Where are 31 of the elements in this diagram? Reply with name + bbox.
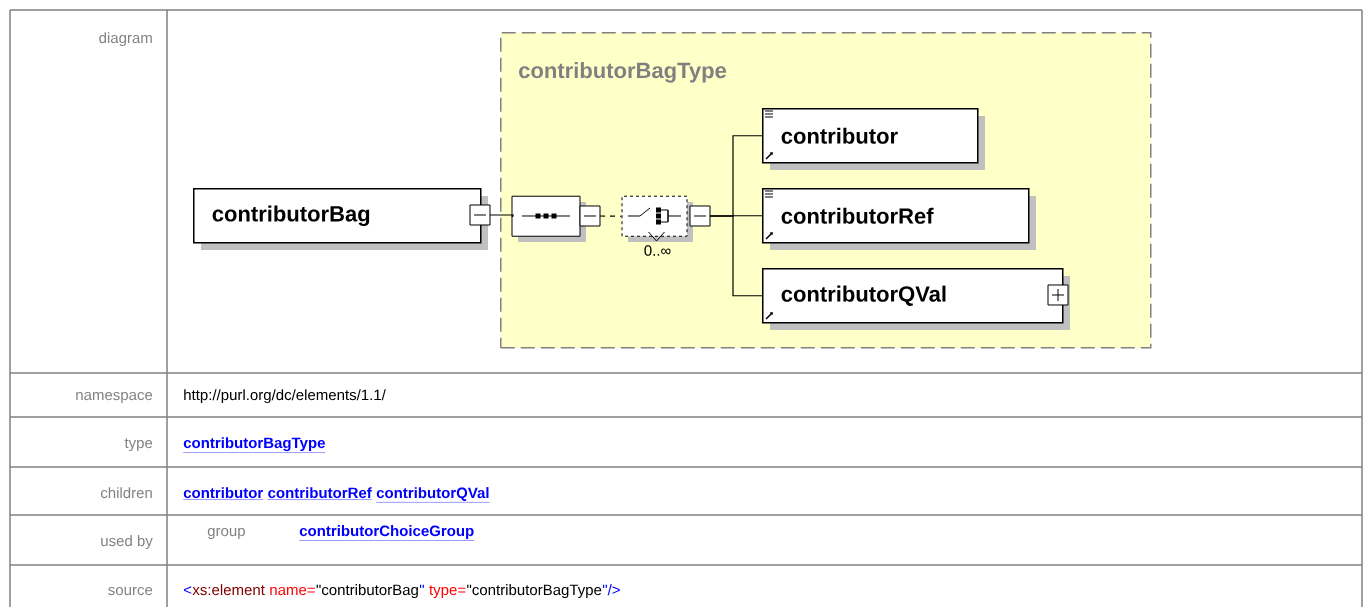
code-token: name= [270,586,315,596]
choice-symbol [621,195,711,243]
link: contributor [183,487,264,500]
connector [599,215,623,217]
occurrence-label: 0..∞ [644,245,671,256]
row-header: children [100,487,152,499]
element-box: contributorQVal [762,268,1070,330]
code-token: xs:element [192,584,265,596]
element-box: contributor [762,108,985,170]
connector [489,214,514,217]
code-token: "contributorBag [316,584,418,599]
code-token: " [419,584,424,588]
link: contributorBagType [183,437,326,453]
category-label: group [207,527,245,540]
element-box: contributorRef [762,188,1036,250]
code-token: "contributorBagType [467,584,602,599]
namespace-text: http://purl.org/dc/elements/1.1/ [184,389,386,404]
row-header: diagram [99,32,152,47]
row-header: type [124,438,153,452]
code-token: type= [429,585,466,599]
link: contributorRef [267,487,372,500]
row-header: source [108,586,153,596]
row-header: used by [101,535,153,550]
code-token: < [183,586,192,594]
element-box: contributorBag [193,188,491,250]
link: contributorQVal [375,487,490,503]
code-token: "/> [602,584,620,596]
link: contributorChoiceGroup [299,525,475,541]
sequence-symbol [511,195,601,243]
connector [709,215,763,297]
row-header: namespace [76,391,153,404]
